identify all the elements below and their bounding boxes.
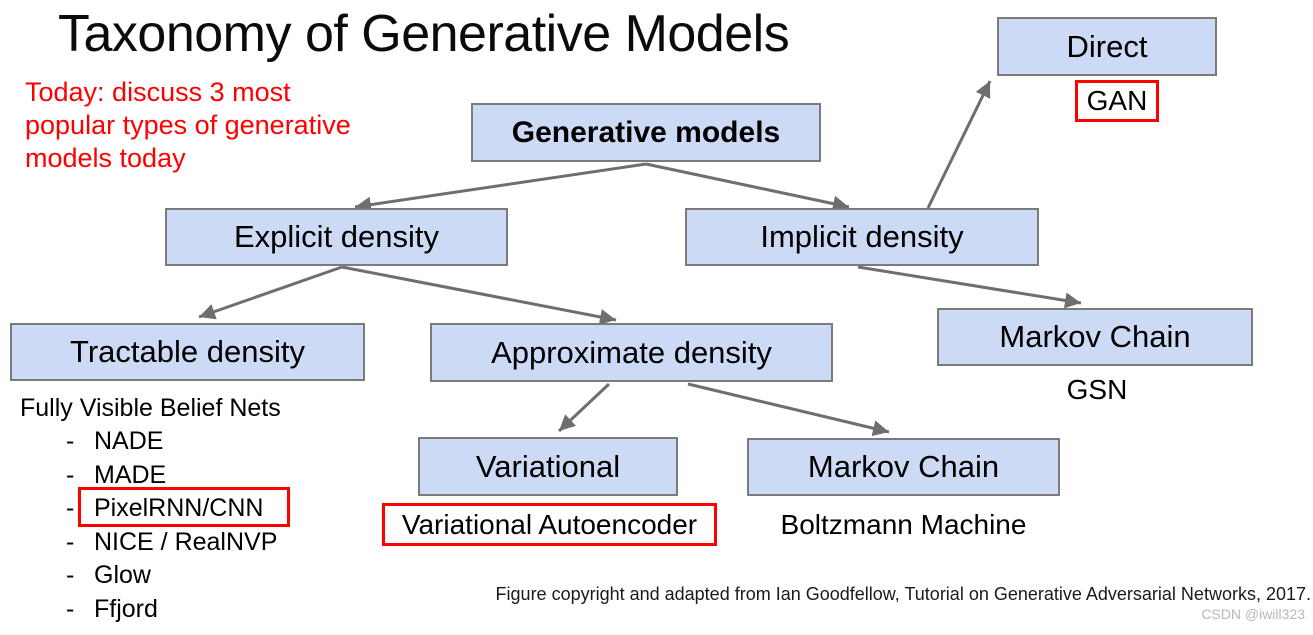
node-variational: Variational	[418, 437, 678, 496]
arrow-implicit-to-direct	[926, 80, 992, 209]
dash-bullet: -	[66, 427, 75, 455]
lecture-note-line-1: Today: discuss 3 most	[25, 77, 291, 107]
vae-highlight-box: Variational Autoencoder	[382, 503, 717, 546]
node-direct: Direct	[997, 17, 1217, 76]
dash-bullet: -	[66, 527, 75, 556]
lecture-note-line-3: models today	[25, 143, 186, 173]
arrow-approximate-to-variational	[557, 382, 611, 433]
list-item-label: NADE	[94, 427, 164, 455]
list-item-label: MADE	[94, 460, 167, 489]
arrow-generative-to-explicit	[354, 162, 647, 213]
node-approximate-density: Approximate density	[430, 323, 833, 382]
boltzmann-machine-label: Boltzmann Machine	[780, 509, 1027, 540]
fvbn-list: - NADE - MADE - PixelRNN/CNN - NICE / Re…	[66, 427, 277, 629]
arrow-generative-to-implicit	[645, 162, 850, 212]
gan-highlight-box: GAN	[1075, 80, 1159, 122]
dash-bullet: -	[66, 594, 75, 623]
arrow-implicit-to-markov-gsn	[857, 265, 1082, 309]
node-tractable-density: Tractable density	[10, 323, 365, 381]
list-item: - PixelRNN/CNN	[66, 494, 277, 528]
node-markov-chain-boltzmann: Markov Chain	[747, 438, 1060, 496]
page-title: Taxonomy of Generative Models	[58, 5, 790, 63]
node-explicit-density: Explicit density	[165, 208, 508, 266]
arrow-explicit-to-tractable	[198, 265, 343, 320]
list-item-label: Glow	[94, 561, 151, 590]
arrow-explicit-to-approximate	[341, 265, 617, 325]
list-item-label: NICE / RealNVP	[94, 527, 278, 556]
dash-bullet: -	[66, 561, 75, 590]
node-implicit-density: Implicit density	[685, 208, 1039, 266]
list-item: - MADE	[66, 461, 277, 495]
list-item: - NADE	[66, 427, 277, 461]
figure-caption: Figure copyright and adapted from Ian Go…	[495, 584, 1311, 604]
dash-bullet: -	[66, 460, 75, 489]
list-item: - Ffjord	[66, 595, 277, 629]
arrow-approximate-to-markov-boltzmann	[687, 382, 890, 437]
watermark: CSDN @iwill323	[1201, 606, 1305, 622]
list-item-label: Ffjord	[94, 594, 158, 623]
node-generative-models: Generative models	[471, 103, 821, 162]
pixelrnn-highlight-box	[78, 487, 290, 527]
lecture-note: Today: discuss 3 most popular types of g…	[25, 76, 351, 175]
dash-bullet: -	[66, 494, 75, 523]
node-markov-chain-gsn: Markov Chain	[937, 308, 1253, 366]
list-item: - Glow	[66, 561, 277, 595]
list-item: - NICE / RealNVP	[66, 528, 277, 562]
list-item-label: PixelRNN/CNN	[94, 494, 264, 523]
lecture-note-line-2: popular types of generative	[25, 110, 351, 140]
gsn-label: GSN	[1066, 374, 1128, 405]
fvbn-heading: Fully Visible Belief Nets	[20, 394, 281, 422]
